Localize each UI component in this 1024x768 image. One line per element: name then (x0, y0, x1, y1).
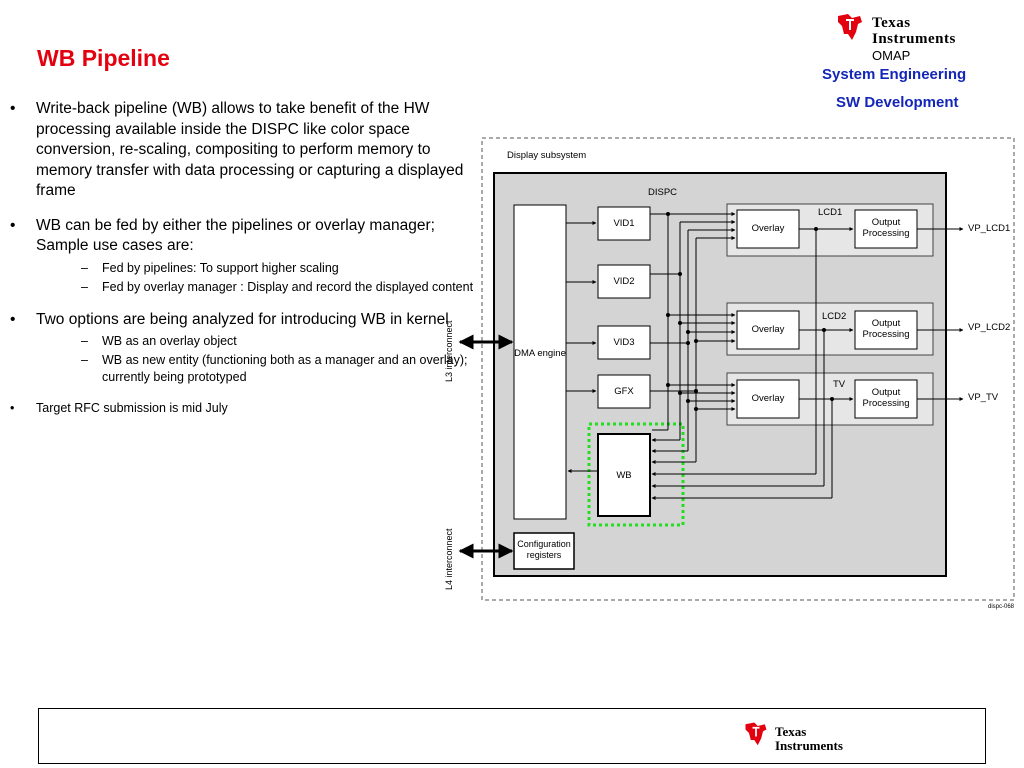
vid1-box (597, 206, 651, 241)
ti-map-icon (745, 722, 767, 746)
display-subsystem-diagram: Display subsystem DISPC DMA engine VID1 … (430, 110, 1024, 620)
sw-development-label: SW Development (836, 94, 959, 111)
sub-bullet-list: –WB as an overlay object –WB as new enti… (36, 333, 486, 386)
vid3-box (597, 325, 651, 360)
sub-bullet-item: –Fed by overlay manager : Display and re… (36, 279, 486, 296)
bullet-text: Target RFC submission is mid July (36, 401, 228, 415)
dma-engine-box (513, 204, 567, 520)
l3-interconnect-label: L3 interconnect (444, 320, 454, 382)
bullet-marker: • (10, 216, 16, 234)
gfx-box (597, 374, 651, 409)
overlay-lcd2-box (736, 310, 800, 350)
vid3-label: VID3 (613, 337, 635, 348)
vid1-label: VID1 (613, 218, 635, 229)
bullet-list: • Write-back pipeline (WB) allows to tak… (8, 99, 486, 430)
dash-marker: – (81, 334, 88, 348)
wb-label: WB (616, 470, 632, 481)
footer-box: Texas Instruments (38, 708, 986, 764)
vp-lcd1-label: VP_LCD1 (968, 223, 1011, 234)
bullet-item: • Target RFC submission is mid July (8, 400, 486, 416)
tv-label: TV (833, 379, 846, 390)
sub-bullet-item: –WB as an overlay object (36, 333, 486, 350)
bullet-text: Two options are being analyzed for intro… (36, 310, 449, 328)
bullet-item: • Two options are being analyzed for int… (8, 310, 486, 387)
bullet-text: Write-back pipeline (WB) allows to take … (36, 100, 464, 199)
dash-marker: – (81, 279, 88, 294)
ti-footer-word-2: Instruments (775, 738, 843, 753)
sub-bullet-text: Fed by pipelines: To support higher scal… (102, 260, 339, 275)
diagram-svg (458, 137, 1015, 601)
dispc-label: DISPC (648, 187, 678, 198)
overlay-lcd1-label: Overlay (751, 223, 785, 234)
dash-marker: – (81, 353, 88, 367)
gfx-label: GFX (614, 386, 634, 397)
ti-map-icon (838, 14, 862, 40)
ti-word-2: Instruments (872, 31, 956, 47)
ti-footer-word-1: Texas (775, 724, 807, 739)
display-subsystem-label: Display subsystem (507, 150, 587, 161)
overlay-lcd1-box (736, 209, 800, 249)
vp-lcd2-label: VP_LCD2 (968, 322, 1011, 333)
overlay-lcd2-label: Overlay (751, 324, 785, 335)
output-tv-label: Output Processing (862, 387, 910, 409)
omap-label: OMAP (872, 48, 911, 63)
sub-bullet-item: –WB as new entity (functioning both as a… (36, 352, 486, 386)
bullet-item: • Write-back pipeline (WB) allows to tak… (8, 99, 486, 202)
system-engineering-label: System Engineering (822, 66, 967, 83)
dma-engine-label: DMA engine (514, 348, 566, 359)
output-lcd2-label: Output Processing (862, 318, 910, 340)
overlay-tv-label: Overlay (751, 393, 785, 404)
lcd1-label: LCD1 (818, 207, 843, 218)
output-lcd1-label: Output Processing (862, 217, 910, 239)
figure-id-label: dispc-068 (988, 604, 1015, 610)
config-registers-label: Configuration registers (517, 539, 571, 560)
ti-footer-logo: Texas Instruments (742, 719, 882, 753)
vp-tv-label: VP_TV (968, 392, 999, 403)
sub-bullet-list: –Fed by pipelines: To support higher sca… (36, 260, 486, 296)
output-lcd1-box (854, 209, 918, 249)
slide-title: WB Pipeline (37, 45, 170, 71)
output-tv-box (854, 379, 918, 419)
dash-marker: – (81, 260, 88, 275)
display-subsystem-boundary (481, 137, 1015, 601)
sub-bullet-text: WB as an overlay object (102, 334, 237, 348)
bullet-marker: • (10, 401, 15, 415)
sub-bullet-text: WB as new entity (functioning both as a … (102, 353, 468, 384)
l4-interconnect-label: L4 interconnect (444, 528, 454, 590)
lcd2-label: LCD2 (822, 311, 847, 322)
vid2-box (597, 264, 651, 299)
bullet-item: • WB can be fed by either the pipelines … (8, 216, 486, 296)
output-lcd2-box (854, 310, 918, 350)
config-registers-box (513, 532, 575, 570)
vid2-label: VID2 (613, 276, 635, 287)
sub-bullet-item: –Fed by pipelines: To support higher sca… (36, 260, 486, 277)
ti-logo: Texas Instruments OMAP (834, 10, 1004, 65)
ti-word-1: Texas (872, 15, 911, 31)
sub-bullet-text: Fed by overlay manager : Display and rec… (102, 279, 474, 294)
bullet-marker: • (10, 310, 16, 328)
bullet-text: WB can be fed by either the pipelines or… (36, 216, 435, 255)
bullet-marker: • (10, 100, 16, 117)
wb-box (597, 433, 651, 517)
